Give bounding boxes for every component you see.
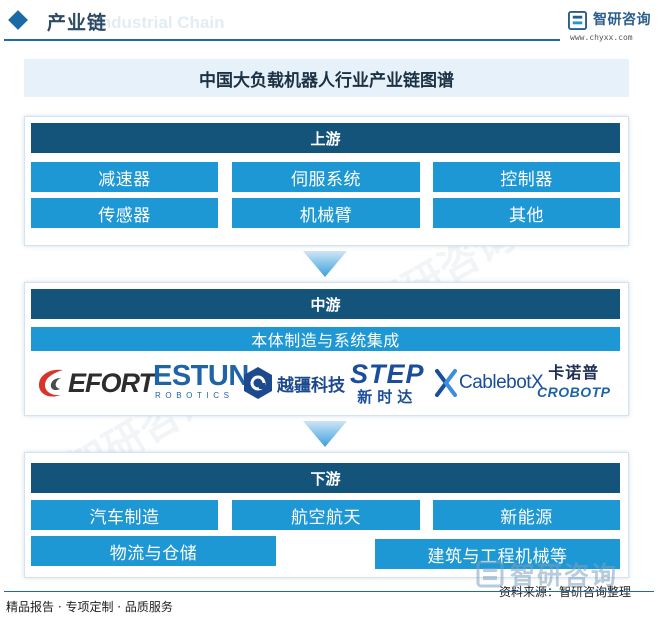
hexagon-icon xyxy=(244,367,272,399)
estun-logo-text: ESTUN xyxy=(153,360,249,392)
upstream-item: 其他 xyxy=(433,198,620,228)
midstream-label: 中游 xyxy=(31,289,620,319)
brand-name: 智研咨询 xyxy=(593,12,651,28)
cablebotx-mark-icon xyxy=(435,369,457,397)
downstream-item: 物流与仓储 xyxy=(31,536,276,566)
footer-divider xyxy=(4,591,654,592)
yuejiang-logo-text: 越疆科技 xyxy=(277,375,345,396)
bottom-watermark: 智研咨询 xyxy=(510,561,619,590)
downstream-label: 下游 xyxy=(31,463,620,493)
upstream-label: 上游 xyxy=(31,123,620,153)
down-arrow-icon xyxy=(303,251,347,277)
page-title: 产业链 xyxy=(47,12,108,34)
step-logo: STEP 新时达 xyxy=(350,361,425,407)
diamond-icon xyxy=(8,10,28,30)
upstream-item: 伺服系统 xyxy=(232,162,420,192)
efort-swirl-icon xyxy=(38,369,63,397)
downstream-item: 汽车制造 xyxy=(31,500,218,530)
step-logo-subtext: 新时达 xyxy=(357,388,418,406)
downstream-panel: 下游 汽车制造 航空航天 新能源 物流与仓储 建筑与工程机械等 xyxy=(24,452,629,578)
midstream-sublabel: 本体制造与系统集成 xyxy=(31,327,620,351)
upstream-item: 控制器 xyxy=(433,162,620,192)
header-watermark: Industrial Chain xyxy=(96,13,225,32)
page-header: Industrial Chain 产业链 智研咨询 www.chyxx.com xyxy=(0,0,658,44)
brand-url: www.chyxx.com xyxy=(570,33,633,42)
upstream-panel: 上游 减速器 伺服系统 控制器 传感器 机械臂 其他 xyxy=(24,116,629,246)
cablebotx-logo-text: CablebotX xyxy=(459,372,544,393)
source-note: 资料来源：智研咨询整理 xyxy=(499,585,632,599)
crobotp-logo-subtext: CROBOTP xyxy=(537,384,611,400)
crobotp-logo: 卡诺普 CROBOTP xyxy=(537,363,611,405)
diagram-title: 中国大负载机器人行业产业链图谱 xyxy=(24,59,629,97)
yuejiang-logo: 越疆科技 xyxy=(243,365,345,401)
header-divider xyxy=(4,39,560,41)
estun-logo: ESTUN ROBOTICS xyxy=(153,361,249,405)
downstream-item: 新能源 xyxy=(433,500,620,530)
upstream-item: 传感器 xyxy=(31,198,218,228)
efort-logo: EFORT xyxy=(35,363,155,403)
downstream-item: 航空航天 xyxy=(232,500,420,530)
upstream-item: 机械臂 xyxy=(232,198,420,228)
efort-logo-text: EFORT xyxy=(68,367,155,398)
cablebotx-logo: CablebotX xyxy=(435,367,544,399)
crobotp-logo-text: 卡诺普 xyxy=(548,363,600,382)
step-logo-text: STEP xyxy=(350,359,425,389)
footer-tagline: 精品报告 · 专项定制 · 品质服务 xyxy=(6,600,173,614)
brand-logo-icon xyxy=(568,11,587,30)
downstream-item: 建筑与工程机械等 xyxy=(375,539,620,569)
midstream-panel: 中游 本体制造与系统集成 EFORT ESTUN ROBOTICS 越疆科技 S… xyxy=(24,282,629,416)
estun-logo-subtext: ROBOTICS xyxy=(155,391,234,400)
upstream-item: 减速器 xyxy=(31,162,218,192)
watermark-logo-icon xyxy=(476,560,504,588)
down-arrow-icon xyxy=(303,421,347,447)
